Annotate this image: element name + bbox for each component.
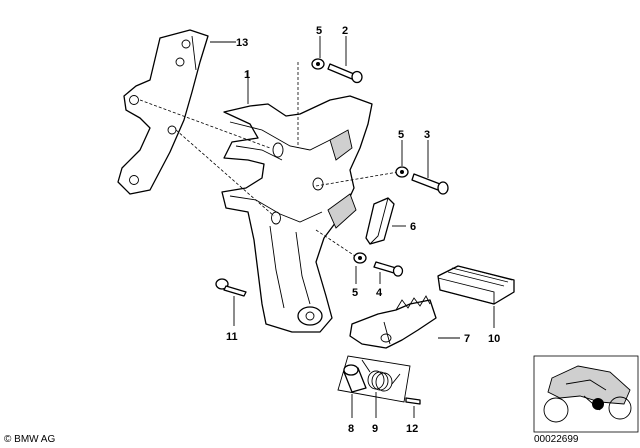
location-marker-icon (592, 398, 604, 410)
motorcycle-locator-thumbnail (533, 355, 639, 433)
part-7-footrest-peg[interactable] (349, 295, 437, 349)
alignment-lines (139, 62, 399, 259)
part-12-clip[interactable] (405, 397, 421, 405)
part-1-footrest-bracket[interactable] (221, 95, 373, 333)
part-5-washer-lower[interactable] (353, 252, 367, 264)
part-10-footrest-rubber[interactable] (437, 265, 515, 305)
part-9-torsion-spring[interactable] (361, 359, 401, 392)
callout-13: 13 (236, 37, 248, 49)
callout-7: 7 (464, 333, 470, 345)
callout-8: 8 (348, 423, 354, 435)
part-5-washer-top[interactable] (311, 58, 325, 70)
callout-5-lower: 5 (352, 287, 358, 299)
part-5-washer-middle[interactable] (395, 166, 409, 178)
part-13-mounting-plate[interactable] (117, 29, 209, 195)
callout-6: 6 (410, 221, 416, 233)
part-3-bolt[interactable] (411, 173, 449, 195)
callout-3: 3 (424, 129, 430, 141)
drawing-number: 00022699 (534, 434, 579, 445)
callout-2: 2 (342, 25, 348, 37)
callout-9: 9 (372, 423, 378, 435)
part-6-rubber-pad[interactable] (365, 197, 395, 245)
part-8-bushing[interactable] (343, 364, 367, 393)
callout-12: 12 (406, 423, 418, 435)
callout-5-middle: 5 (398, 129, 404, 141)
part-4-bolt[interactable] (373, 261, 404, 277)
leader-lines (210, 36, 495, 418)
callout-10: 10 (488, 333, 500, 345)
part-11-pin[interactable] (215, 278, 247, 297)
copyright-text: © BMW AG (4, 434, 55, 445)
callout-1: 1 (244, 69, 250, 81)
part-2-bolt[interactable] (327, 63, 363, 84)
callout-11: 11 (226, 331, 238, 343)
callout-4: 4 (376, 287, 383, 299)
callout-5-top: 5 (316, 25, 322, 37)
